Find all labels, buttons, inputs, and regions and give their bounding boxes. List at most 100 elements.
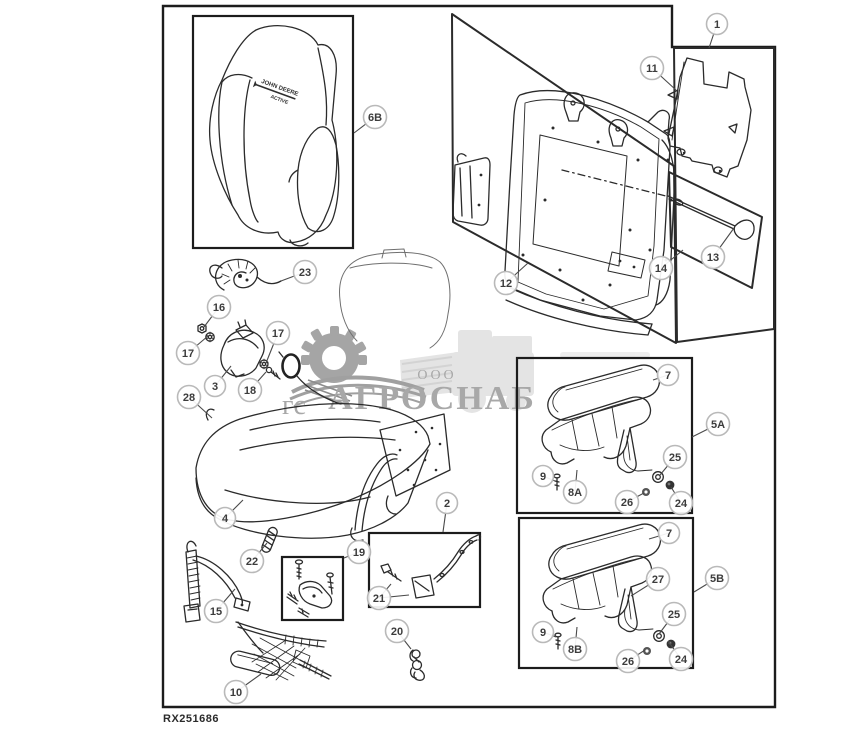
callout-4[interactable]: 4 [213,499,244,530]
callout-circle[interactable] [265,320,291,346]
callout-10[interactable]: 10 [223,673,262,705]
nut-16 [197,323,207,334]
callout-circle[interactable] [366,585,392,611]
callout-2[interactable]: 2 [435,491,459,533]
anchor-kit-drawing [380,534,482,599]
callout-circle[interactable] [562,636,588,662]
callout-circle[interactable] [614,489,640,515]
callout-14[interactable]: 14 [648,249,684,281]
backrest-box-6b: JOHN DEERE ACTIVE [191,14,355,250]
callout-circle[interactable] [493,270,519,296]
callout-circle[interactable] [615,648,641,674]
cushion-4 [195,402,451,542]
callout-circle[interactable] [531,620,555,644]
callout-number: 2 [444,498,450,510]
panel-1 [663,47,775,343]
callout-5B[interactable]: 5B [693,565,730,593]
callout-11[interactable]: 11 [639,55,677,91]
callout-number: 3 [212,381,218,393]
callout-26[interactable]: 26 [614,489,645,515]
callout-1[interactable]: 1 [705,12,729,49]
panel-12 [451,13,677,344]
callout-number: 21 [373,593,385,605]
callout-9[interactable]: 9 [531,620,557,644]
panel-13-outline [668,171,763,289]
callout-number: 26 [621,497,633,509]
callout-28[interactable]: 28 [176,384,213,419]
callout-number: 22 [246,556,258,568]
latch-20 [409,649,425,681]
callout-circle[interactable] [668,490,694,516]
callout-number: 26 [622,656,634,668]
callout-8B[interactable]: 8B [562,626,588,662]
callout-3[interactable]: 3 [203,365,232,398]
callout-circle[interactable] [175,340,201,366]
callout-circle[interactable] [639,55,665,81]
callout-16[interactable]: 16 [203,294,232,328]
callout-8A[interactable]: 8A [562,469,588,505]
suspension-10 [230,621,332,681]
callout-7[interactable]: 7 [652,363,680,387]
callout-circle[interactable] [661,601,687,627]
callout-number: 6B [368,112,382,124]
callout-25[interactable]: 25 [659,444,688,476]
combine-watermark-image [400,330,650,413]
callout-number: 7 [665,370,671,382]
callout-circle[interactable] [700,244,726,270]
backrest-logo: JOHN DEERE ACTIVE [252,79,299,106]
callout-19[interactable]: 19 [343,539,372,565]
callout-circle[interactable] [704,565,730,591]
callout-number: 18 [244,385,256,397]
callout-circle[interactable] [705,411,731,437]
callout-circle[interactable] [705,12,729,36]
callout-25[interactable]: 25 [658,601,687,635]
callout-circle[interactable] [239,548,265,574]
callout-circle[interactable] [223,679,249,705]
callout-22[interactable]: 22 [239,542,268,574]
callout-12[interactable]: 12 [493,262,529,296]
callout-23[interactable]: 23 [280,259,318,285]
callout-5A[interactable]: 5A [691,411,731,438]
callout-circle[interactable] [176,384,202,410]
callout-circle[interactable] [662,444,688,470]
gear-logo-watermark [289,326,427,407]
callout-20[interactable]: 20 [384,618,412,650]
callout-24[interactable]: 24 [668,486,694,516]
callout-24[interactable]: 24 [667,640,694,672]
callout-circle[interactable] [237,377,263,403]
callout-circle[interactable] [346,539,372,565]
callout-circle[interactable] [657,521,681,545]
callout-15[interactable]: 15 [203,588,236,624]
callout-17[interactable]: 17 [175,335,209,366]
callout-circle[interactable] [531,464,555,488]
callout-circle[interactable] [203,374,227,398]
callout-circle[interactable] [384,618,410,644]
callout-26[interactable]: 26 [615,648,646,674]
callout-circle[interactable] [213,506,237,530]
callout-number: 9 [540,627,546,639]
figure-code: RX251686 [163,713,219,725]
callout-circle[interactable] [203,598,229,624]
callout-circle[interactable] [668,646,694,672]
panel-13 [667,171,763,289]
callout-6B[interactable]: 6B [353,104,388,134]
callout-7[interactable]: 7 [648,521,681,545]
callout-9[interactable]: 9 [531,464,556,488]
callout-13[interactable]: 13 [700,227,735,270]
callout-circle[interactable] [435,491,459,515]
washer-17-left [205,331,215,343]
callout-circle[interactable] [645,566,671,592]
callout-circle[interactable] [206,294,232,320]
callout-circle[interactable] [292,259,318,285]
callout-17[interactable]: 17 [265,320,291,364]
callout-21[interactable]: 21 [366,583,410,611]
figure-border [161,4,777,709]
callout-circle[interactable] [362,104,388,130]
callout-18[interactable]: 18 [237,371,267,403]
side-bracket [452,153,491,226]
callout-circle[interactable] [562,479,588,505]
callout-circle[interactable] [648,255,674,281]
spring-22 [261,526,278,553]
callout-27[interactable]: 27 [630,566,671,597]
callout-circle[interactable] [656,363,680,387]
